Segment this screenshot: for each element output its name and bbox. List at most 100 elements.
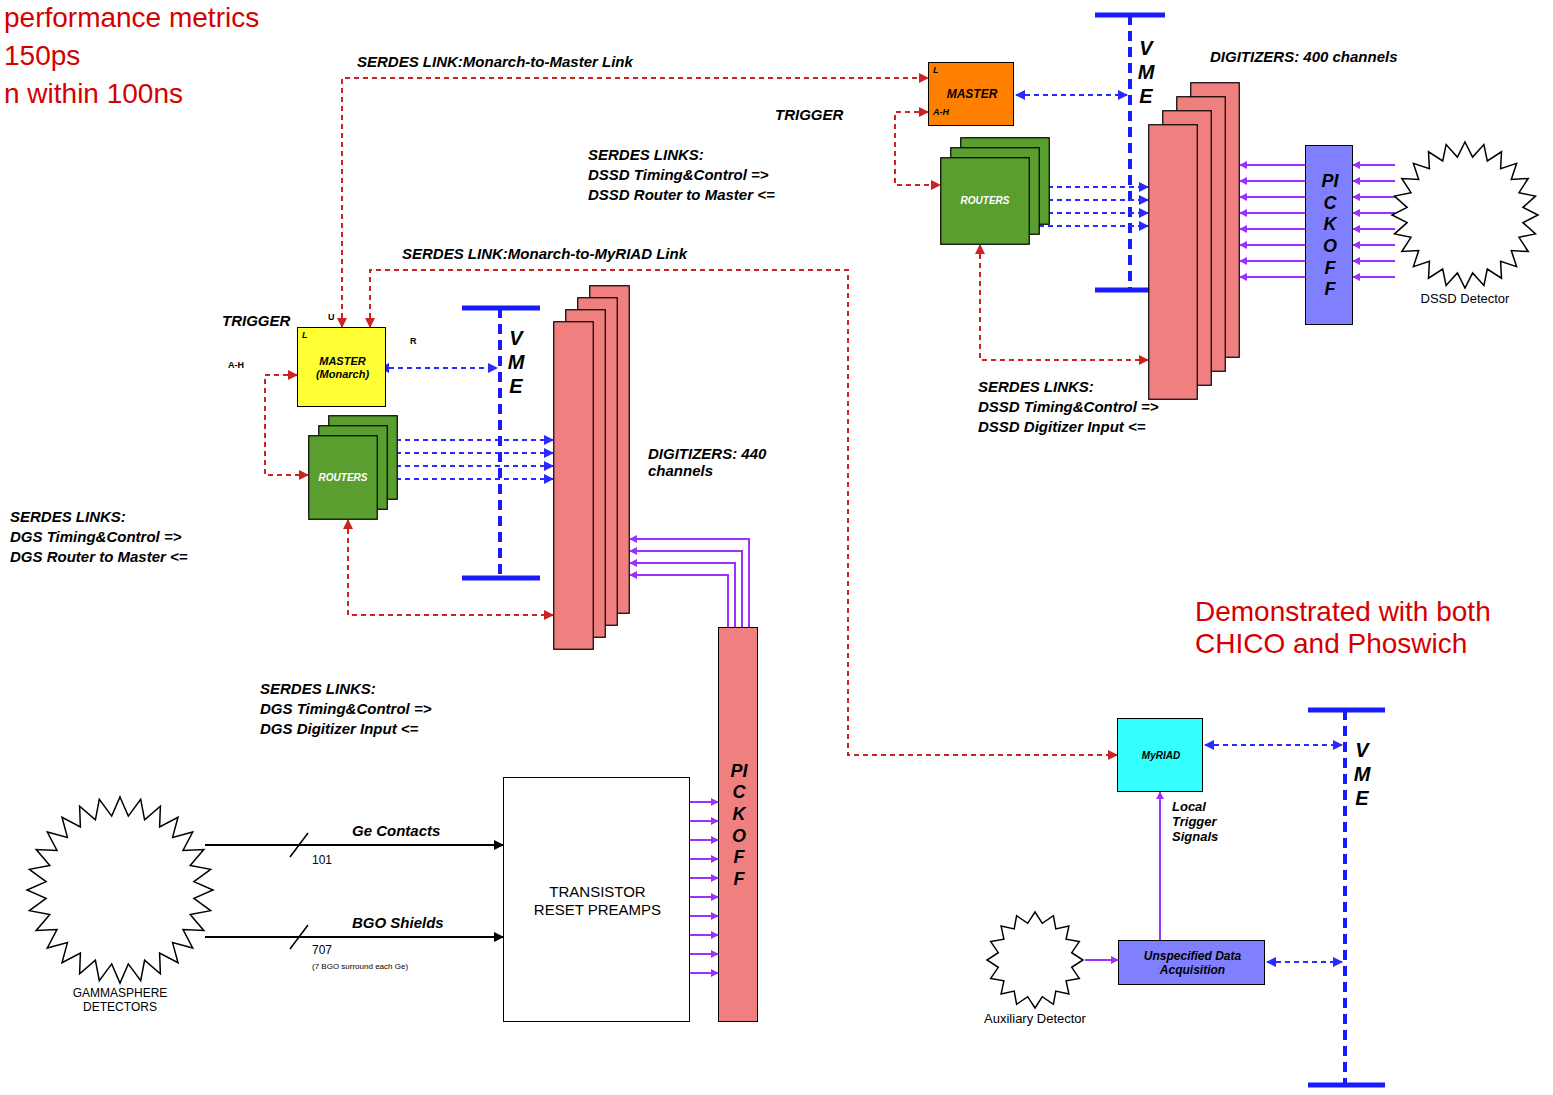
- signal-line: [1353, 212, 1395, 214]
- signal-link: [370, 270, 1117, 755]
- signal-line: [630, 563, 735, 627]
- vme-line: [1128, 15, 1132, 290]
- node-label: Unspecified Data Acquisition: [1135, 950, 1250, 978]
- signal-line: [1240, 228, 1305, 230]
- signal-line: [690, 801, 718, 803]
- vme-access: [380, 95, 1342, 962]
- myriad-board: MyRIAD: [1117, 718, 1203, 792]
- board-stack: [1148, 82, 1240, 400]
- signal-line: [1353, 180, 1395, 182]
- router-stack: ROUTERS: [940, 137, 1050, 245]
- node-heading: GAMMASPHERE DETECTORS: [60, 987, 180, 1015]
- board-card: [329, 416, 398, 500]
- signal-line: [1030, 225, 1148, 227]
- signal-line: [690, 915, 718, 917]
- annotation: SERDES LINKS:: [588, 146, 704, 163]
- text-box: ROUTERS: [961, 195, 1010, 207]
- node-body: [1390, 140, 1540, 290]
- signal-line: [630, 575, 728, 627]
- signal-link: [265, 375, 308, 475]
- annotation: SERDES LINKS:: [978, 378, 1094, 395]
- link-label: SERDES LINK:Monarch-to-Master Link: [355, 53, 635, 70]
- signal-link: [342, 78, 928, 327]
- board-card: [578, 298, 618, 626]
- vme-bar: [1095, 288, 1165, 293]
- master-board: MASTER (Monarch) L: [297, 327, 386, 407]
- annotation: A-H: [228, 360, 244, 370]
- starburst: [1392, 142, 1538, 288]
- starburst-outline: [25, 795, 215, 985]
- signal-link: [205, 845, 503, 846]
- signal-line: [1240, 180, 1305, 182]
- bus-name: VME: [1352, 738, 1372, 810]
- vme-link: [1267, 961, 1342, 963]
- board-card: [1177, 97, 1226, 372]
- node-body: PICKOFF: [1306, 146, 1354, 326]
- annotation: SERDES LINKS:: [10, 508, 126, 525]
- annotation: TRIGGER: [222, 312, 290, 329]
- signal-line: [690, 934, 718, 936]
- signal-line: [1353, 164, 1395, 166]
- board-card: [319, 426, 388, 510]
- starburst: [27, 797, 213, 983]
- node-label: L: [302, 330, 308, 340]
- node-heading: DIGITIZERS: 400 channels: [1210, 48, 1450, 65]
- signal-line: [690, 839, 718, 841]
- detector-array: GAMMASPHERE DETECTORS: [25, 795, 215, 985]
- detector-array: DSSD Detector: [1390, 140, 1540, 290]
- vme-bus: [462, 15, 1385, 1085]
- signal-link: [1030, 187, 1148, 226]
- vme-link: [1016, 94, 1127, 96]
- node-body: [553, 321, 594, 650]
- detector-array: Auxiliary Detector: [985, 910, 1085, 1010]
- board-stack: [940, 137, 1050, 245]
- node-label: TRANSISTOR RESET PREAMPS: [533, 883, 663, 918]
- annotation: Demonstrated with both CHICO and Phoswic…: [1195, 596, 1540, 660]
- signal-line: [378, 478, 553, 480]
- node-body: MyRIAD: [1118, 719, 1204, 793]
- board-card: [961, 138, 1050, 225]
- signal-line: [370, 270, 1117, 755]
- starburst-outline: [985, 910, 1085, 1010]
- vme-bar: [1308, 708, 1385, 713]
- node-label: A-H: [933, 107, 949, 117]
- signal-line: [690, 820, 718, 822]
- signal-line: [690, 953, 718, 955]
- node-body: PICKOFF: [719, 628, 759, 1023]
- signal-line: [690, 972, 718, 974]
- annotation: n within 100ns: [4, 78, 183, 110]
- annotation: DGS Router to Master <=: [10, 548, 188, 565]
- signal-line: [1240, 244, 1305, 246]
- signal-link: [1240, 165, 1305, 277]
- signal-line: [1240, 276, 1305, 278]
- signal-link: [630, 539, 749, 627]
- signal-line: [630, 539, 749, 627]
- signal-line: [1159, 792, 1161, 940]
- node-heading: Auxiliary Detector: [965, 1012, 1105, 1027]
- signal-line: [895, 112, 940, 185]
- signal-line: [205, 844, 503, 846]
- vme-bar: [1095, 13, 1165, 18]
- annotation: U: [328, 312, 335, 322]
- node-heading: DIGITIZERS: 440 channels: [648, 445, 778, 480]
- signal-line: [690, 877, 718, 879]
- signal-link: [980, 245, 1148, 360]
- board-stack: [553, 285, 630, 650]
- annotation: DSSD Digitizer Input <=: [978, 418, 1146, 435]
- annotation: DSSD Router to Master <=: [588, 186, 775, 203]
- signal-line: [205, 936, 503, 938]
- node-body: TRANSISTOR RESET PREAMPS: [504, 778, 691, 1023]
- signal-line: [348, 520, 553, 615]
- vme-link: [380, 367, 497, 369]
- text-box: PICKOFF: [730, 761, 748, 891]
- node-label: MASTER (Monarch): [298, 355, 387, 380]
- node-heading: DSSD Detector: [1390, 292, 1540, 307]
- text-box: MASTER (Monarch): [298, 355, 387, 380]
- node-body: MASTER (Monarch): [298, 328, 387, 408]
- signal-line: [378, 465, 553, 467]
- signal-line: [1030, 186, 1148, 188]
- link-label: SERDES LINK:Monarch-to-MyRIAD Link: [400, 245, 689, 262]
